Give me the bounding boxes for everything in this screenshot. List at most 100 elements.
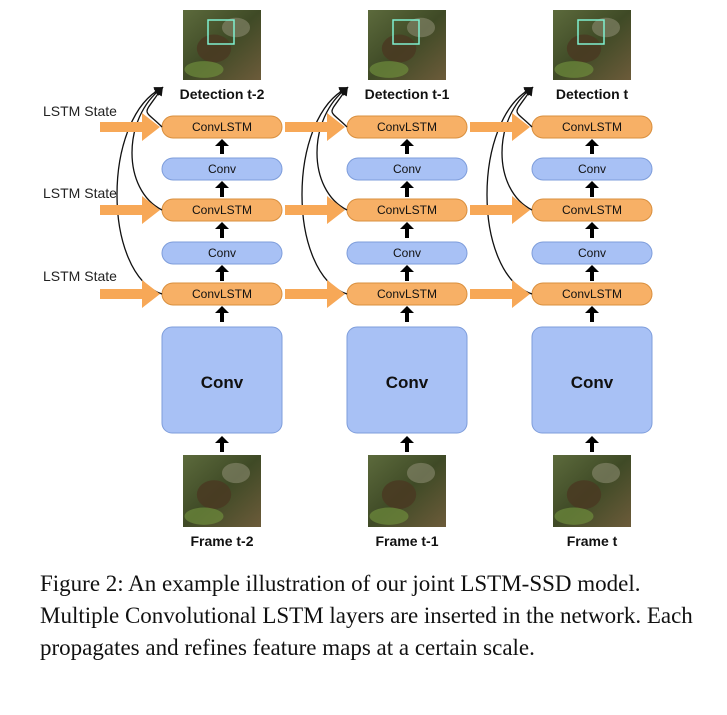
col-1-frame-image [183,455,261,527]
col-2-arrow-d [400,265,414,281]
col-2-arrow-e-head [400,306,414,313]
col-1-frame-label: Frame t-2 [190,533,253,549]
col-2-skip-curve-2 [316,86,349,211]
col-1-conv-2-label: Conv [208,246,236,260]
col-2-arrow-c-shaft [405,228,409,238]
col-3-arrow-e [585,306,599,322]
col-2-conv-1-label: Conv [393,162,421,176]
col-3-convlstm-3-label: ConvLSTM [562,287,622,301]
col-1-conv-1-label: Conv [208,162,236,176]
col-3-arrow-f-shaft [590,442,594,452]
state-arrow-in-1 [100,113,160,141]
col-3-skip-curve-3 [486,87,534,295]
col-2-convlstm-1-label: ConvLSTM [377,120,437,134]
col-2-arrow-a-head [400,139,414,146]
figure-caption: Figure 2: An example illustration of our… [40,571,693,660]
col-1-convlstm-2-label: ConvLSTM [192,203,252,217]
col-3-arrow-c-head [585,222,599,229]
col-3-frame-image-bear [566,480,602,509]
col-2-arrow-e-shaft [405,312,409,322]
col-2-arrow-c-head [400,222,414,229]
col-3-conv-big-label: Conv [571,373,614,392]
col-2-conv-2 [346,241,468,265]
col-1-skip-curve-2 [131,86,164,211]
col-3-arrow-a-shaft [590,145,594,154]
lstm-state-label-3: LSTM State [43,268,117,284]
col-1-arrow-c-head [215,222,229,229]
col-3-detection-label: Detection t [556,86,629,102]
col-3-frame-image-grass [554,507,594,525]
col-3-arrow-e-shaft [590,312,594,322]
col-2-frame-image-grass [369,507,409,525]
col-1-conv-big [161,326,283,434]
lstm-ssd-diagram: LSTM State LSTM State LSTM State Detecti… [43,10,653,549]
lstm-state-label-1: LSTM State [43,103,117,119]
col-1-arrow-f [215,436,229,452]
col-1-detection-image-grass [184,61,224,78]
col-3-arrow-b-shaft [590,187,594,197]
col-3-arrow-b [585,181,599,197]
col-2-conv-big [346,326,468,434]
col-1-skip-curve-3 [116,87,164,295]
col-2-detection-image-grass [369,61,409,78]
col-1-conv-1 [161,157,283,181]
col-3-arrow-b-head [585,181,599,188]
col-2-frame-label: Frame t-1 [375,533,438,549]
col-2-arrow-b [400,181,414,197]
col-3-conv-1-label: Conv [578,162,606,176]
col-2-arrow-d-head [400,265,414,272]
state-arrow-in-2 [100,196,160,224]
col-3-detection-image-detection-box [577,19,605,45]
col-2-detection-image-bear [381,34,417,63]
col-1-conv-big-label: Conv [201,373,244,392]
col-1-arrow-c-shaft [220,228,224,238]
state-arrow-1to2-2 [285,196,345,224]
col-3-conv-1 [531,157,653,181]
col-1-arrow-e-head [215,306,229,313]
col-2-conv-2-label: Conv [393,246,421,260]
col-2-convlstm-3-label: ConvLSTM [377,287,437,301]
col-1-arrow-d-shaft [220,271,224,281]
col-3-frame-image-rock [591,462,621,484]
col-3-arrow-d [585,265,599,281]
col-1-arrow-e-shaft [220,312,224,322]
col-1-frame-image-bear [196,480,232,509]
col-3-conv-2 [531,241,653,265]
col-1-detection-image-rock [221,17,251,38]
col-1-arrow-b-shaft [220,187,224,197]
col-1-arrow-b-head [215,181,229,188]
col-3-detection-image-grass [554,61,594,78]
col-1-arrow-f-shaft [220,442,224,452]
col-2-frame-image-rock [406,462,436,484]
state-arrow-2to3-1 [470,113,530,141]
col-2-arrow-e [400,306,414,322]
col-3-arrow-c-shaft [590,228,594,238]
col-1-arrow-a-head [215,139,229,146]
col-3-conv-2-label: Conv [578,246,606,260]
col-2-arrow-a-shaft [405,145,409,154]
col-3-arrow-f-head [585,436,599,443]
col-1-detection-image-bear [196,34,232,63]
col-2-frame-image-bear [381,480,417,509]
col-1-convlstm-1-label: ConvLSTM [192,120,252,134]
col-2-detection-image-rock [406,17,436,38]
col-1-frame-image-grass [184,507,224,525]
col-1-detection-image [183,10,261,80]
state-arrow-2to3-2 [470,196,530,224]
col-2-detection-label: Detection t-1 [365,86,450,102]
col-1-detection-image-detection-box [207,19,235,45]
col-3-conv-big [531,326,653,434]
col-3-arrow-a [585,139,599,154]
col-2-detection-image-detection-box [392,19,420,45]
col-3-arrow-e-head [585,306,599,313]
col-3-arrow-d-head [585,265,599,272]
col-2-skip-curve-3 [301,87,349,295]
col-2-arrow-f [400,436,414,452]
col-2-arrow-a [400,139,414,154]
col-2-arrow-d-shaft [405,271,409,281]
col-1-convlstm-3-label: ConvLSTM [192,287,252,301]
lstm-state-label-2: LSTM State [43,185,117,201]
col-3-convlstm-1-label: ConvLSTM [562,120,622,134]
state-arrow-in-3 [100,280,160,308]
diagram-columns: Detection t-2ConvLSTMConvLSTMConvLSTMCon… [100,10,653,549]
